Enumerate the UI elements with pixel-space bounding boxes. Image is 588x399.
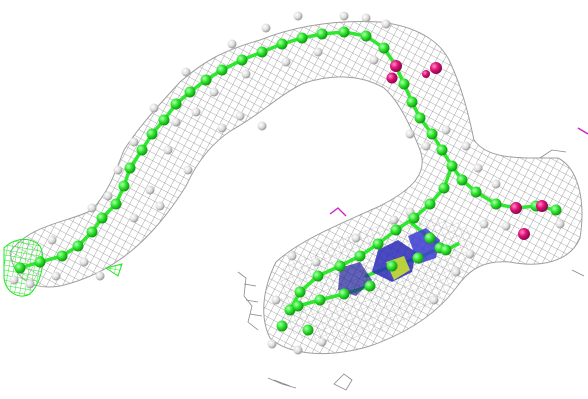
oxygen-atoms	[386, 60, 548, 240]
mesh-fragments	[237, 149, 585, 391]
hydrogen-atoms	[9, 11, 565, 355]
carbon-atoms	[14, 26, 562, 336]
ligand-fragment	[329, 127, 588, 217]
